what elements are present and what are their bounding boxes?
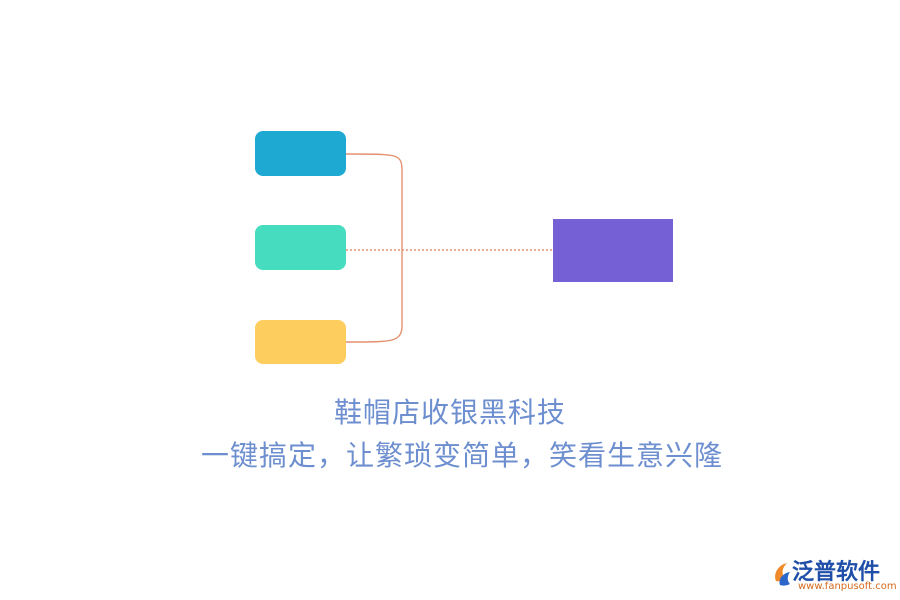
brand-watermark: 泛普软件 www.fanpusoft.com [772,553,897,598]
bottom-box [255,320,346,364]
bracket-line [345,153,403,343]
caption-title: 鞋帽店收银黑科技 [333,396,566,429]
fanpu-logo-icon [775,563,790,586]
brand-url: www.fanpusoft.com [798,581,897,592]
top-box [255,131,346,176]
middle-box [255,225,346,270]
caption-subtitle: 一键搞定，让繁琐变简单，笑看生意兴隆 [200,439,723,472]
target-box [553,219,673,282]
brand-name: 泛普软件 [792,560,881,585]
